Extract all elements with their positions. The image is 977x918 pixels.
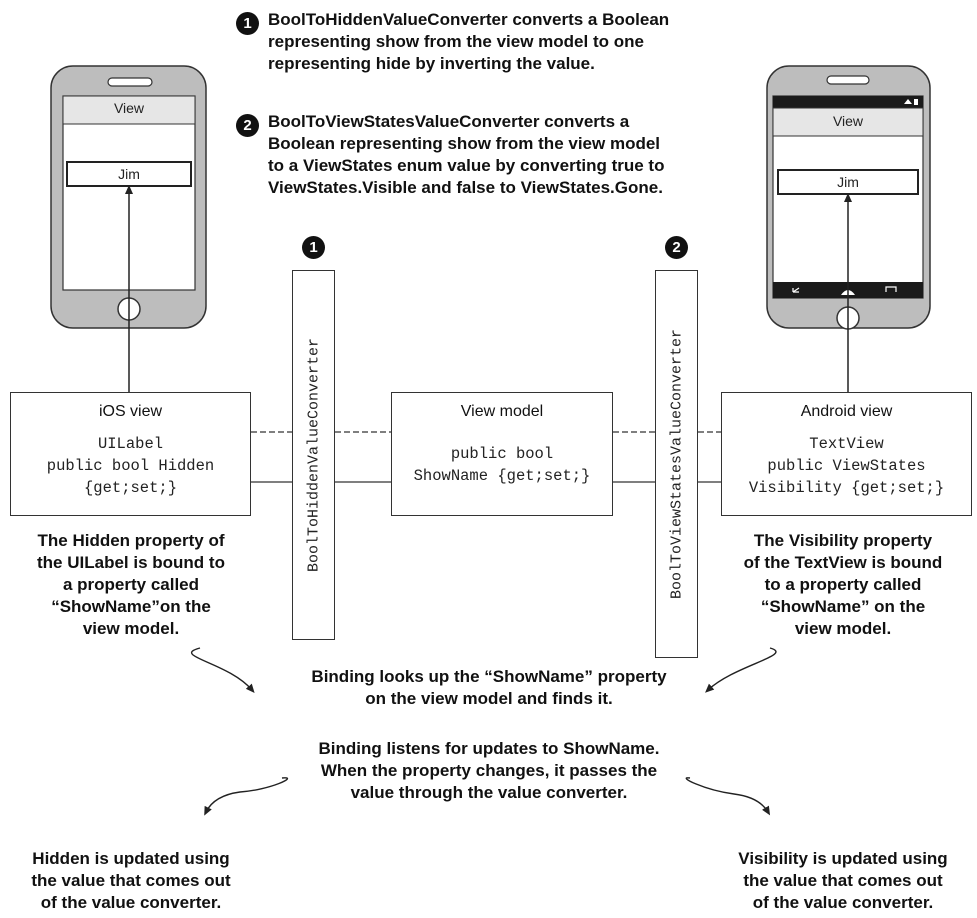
android-view-box: Android view TextView public ViewStates … [721, 392, 972, 516]
caption-line: Visibility is updated using [738, 849, 948, 868]
android-name-label: Jim [837, 174, 859, 190]
box-code: UILabel public bool Hidden {get;set;} [11, 433, 250, 499]
caption-line: the value that comes out [31, 871, 231, 890]
visibility-update-arrow [685, 777, 771, 816]
note1-badge: 1 [236, 12, 259, 35]
binding-connectors [251, 431, 721, 483]
note1-line: representing hide by inverting the value… [268, 54, 595, 73]
converter-label: BoolToHiddenValueConverter [305, 337, 322, 573]
caption-line: the value that comes out [743, 871, 943, 890]
caption-line: on the view model and finds it. [365, 689, 613, 708]
code-line: TextView [809, 435, 884, 453]
caption-line: view model. [794, 619, 892, 638]
note2-line: ViewStates.Visible and false to ViewStat… [268, 178, 663, 197]
code-line: public ViewStates [767, 457, 926, 475]
box-code: TextView public ViewStates Visibility {g… [722, 433, 971, 499]
bool-to-hidden-converter: BoolToHiddenValueConverter [292, 270, 335, 640]
code-line: ShowName {get;set;} [413, 467, 591, 485]
caption-line: value through the value converter. [350, 783, 628, 802]
converter1-badge: 1 [302, 236, 325, 259]
note2-line: BoolToViewStatesValueConverter converts … [268, 112, 630, 131]
code-line: {get;set;} [83, 479, 177, 497]
caption-line: “ShowName”on the [51, 597, 211, 616]
listen-caption: Binding listens for updates to ShowName.… [258, 738, 720, 804]
ios-view-box: iOS view UILabel public bool Hidden {get… [10, 392, 251, 516]
bool-to-viewstates-converter: BoolToViewStatesValueConverter [655, 270, 698, 658]
box-title: iOS view [98, 403, 163, 420]
caption-line: Binding listens for updates to ShowName. [318, 739, 660, 758]
ios-name-label: Jim [118, 166, 140, 182]
ios-screen-header: View [113, 100, 145, 116]
note1-line: representing show from the view model to… [268, 32, 644, 51]
caption-line: of the value converter. [752, 893, 934, 912]
caption-line: Binding looks up the “ShowName” property [311, 667, 667, 686]
note-bool-to-viewstates: BoolToViewStatesValueConverter converts … [268, 111, 748, 199]
caption-line: When the property changes, it passes the [320, 761, 658, 780]
hidden-update-arrow [204, 777, 289, 816]
note1-line: BoolToHiddenValueConverter converts a Bo… [268, 10, 670, 29]
converter-label: BoolToViewStatesValueConverter [668, 328, 685, 600]
caption-line: The Visibility property [753, 531, 933, 550]
visibility-update-caption: Visibility is updated using the value th… [712, 848, 974, 914]
caption-line: view model. [82, 619, 180, 638]
ios-lookup-arrow [191, 647, 255, 694]
caption-line: to a property called [764, 575, 922, 594]
caption-line: Hidden is updated using [32, 849, 230, 868]
note2-line: to a ViewStates enum value by converting… [268, 156, 665, 175]
note-bool-to-hidden: BoolToHiddenValueConverter converts a Bo… [268, 9, 748, 75]
caption-line: “ShowName” on the [760, 597, 926, 616]
hidden-update-caption: Hidden is updated using the value that c… [0, 848, 262, 914]
code-line: UILabel [97, 435, 164, 453]
box-title: View model [460, 403, 544, 420]
view-model-box: View model public bool ShowName {get;set… [391, 392, 613, 516]
note2-badge: 2 [236, 114, 259, 137]
code-line: Visibility {get;set;} [748, 479, 945, 497]
note2-line: Boolean representing show from the view … [268, 134, 661, 153]
lookup-caption: Binding looks up the “ShowName” property… [268, 666, 710, 710]
converter2-badge: 2 [665, 236, 688, 259]
code-line: public bool [450, 445, 554, 463]
android-lookup-arrow [705, 647, 777, 693]
box-code: public bool ShowName {get;set;} [392, 443, 612, 487]
caption-line: The Hidden property of [37, 531, 225, 550]
ios-binding-caption: The Hidden property of the UILabel is bo… [0, 530, 262, 640]
code-line: public bool Hidden [46, 457, 215, 475]
caption-line: of the value converter. [40, 893, 222, 912]
caption-line: of the TextView is bound [743, 553, 943, 572]
android-screen-header: View [832, 113, 864, 129]
caption-line: a property called [62, 575, 200, 594]
box-title: Android view [800, 403, 893, 420]
android-binding-caption: The Visibility property of the TextView … [712, 530, 974, 640]
caption-line: the UILabel is bound to [37, 553, 225, 572]
